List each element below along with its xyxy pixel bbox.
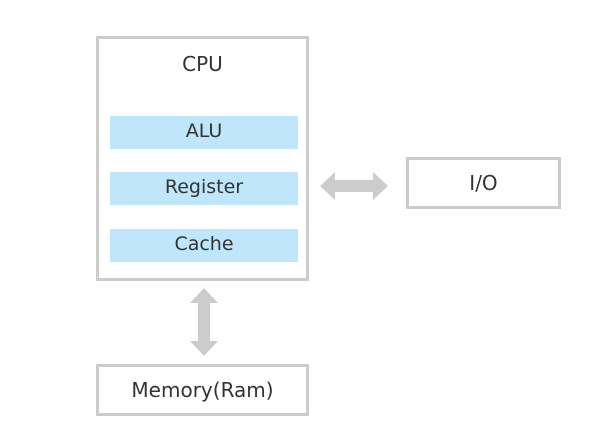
- memory-box: Memory(Ram): [96, 364, 309, 416]
- alu-component: ALU: [110, 116, 298, 149]
- cpu-io-arrow: [320, 172, 388, 200]
- cpu-title: CPU: [182, 52, 223, 76]
- io-label: I/O: [469, 171, 498, 195]
- register-component: Register: [110, 172, 298, 205]
- cpu-box: CPU ALU Register Cache: [96, 36, 309, 281]
- cpu-memory-arrow: [190, 288, 218, 356]
- memory-label: Memory(Ram): [131, 378, 274, 402]
- io-box: I/O: [406, 157, 561, 209]
- cache-component: Cache: [110, 229, 298, 262]
